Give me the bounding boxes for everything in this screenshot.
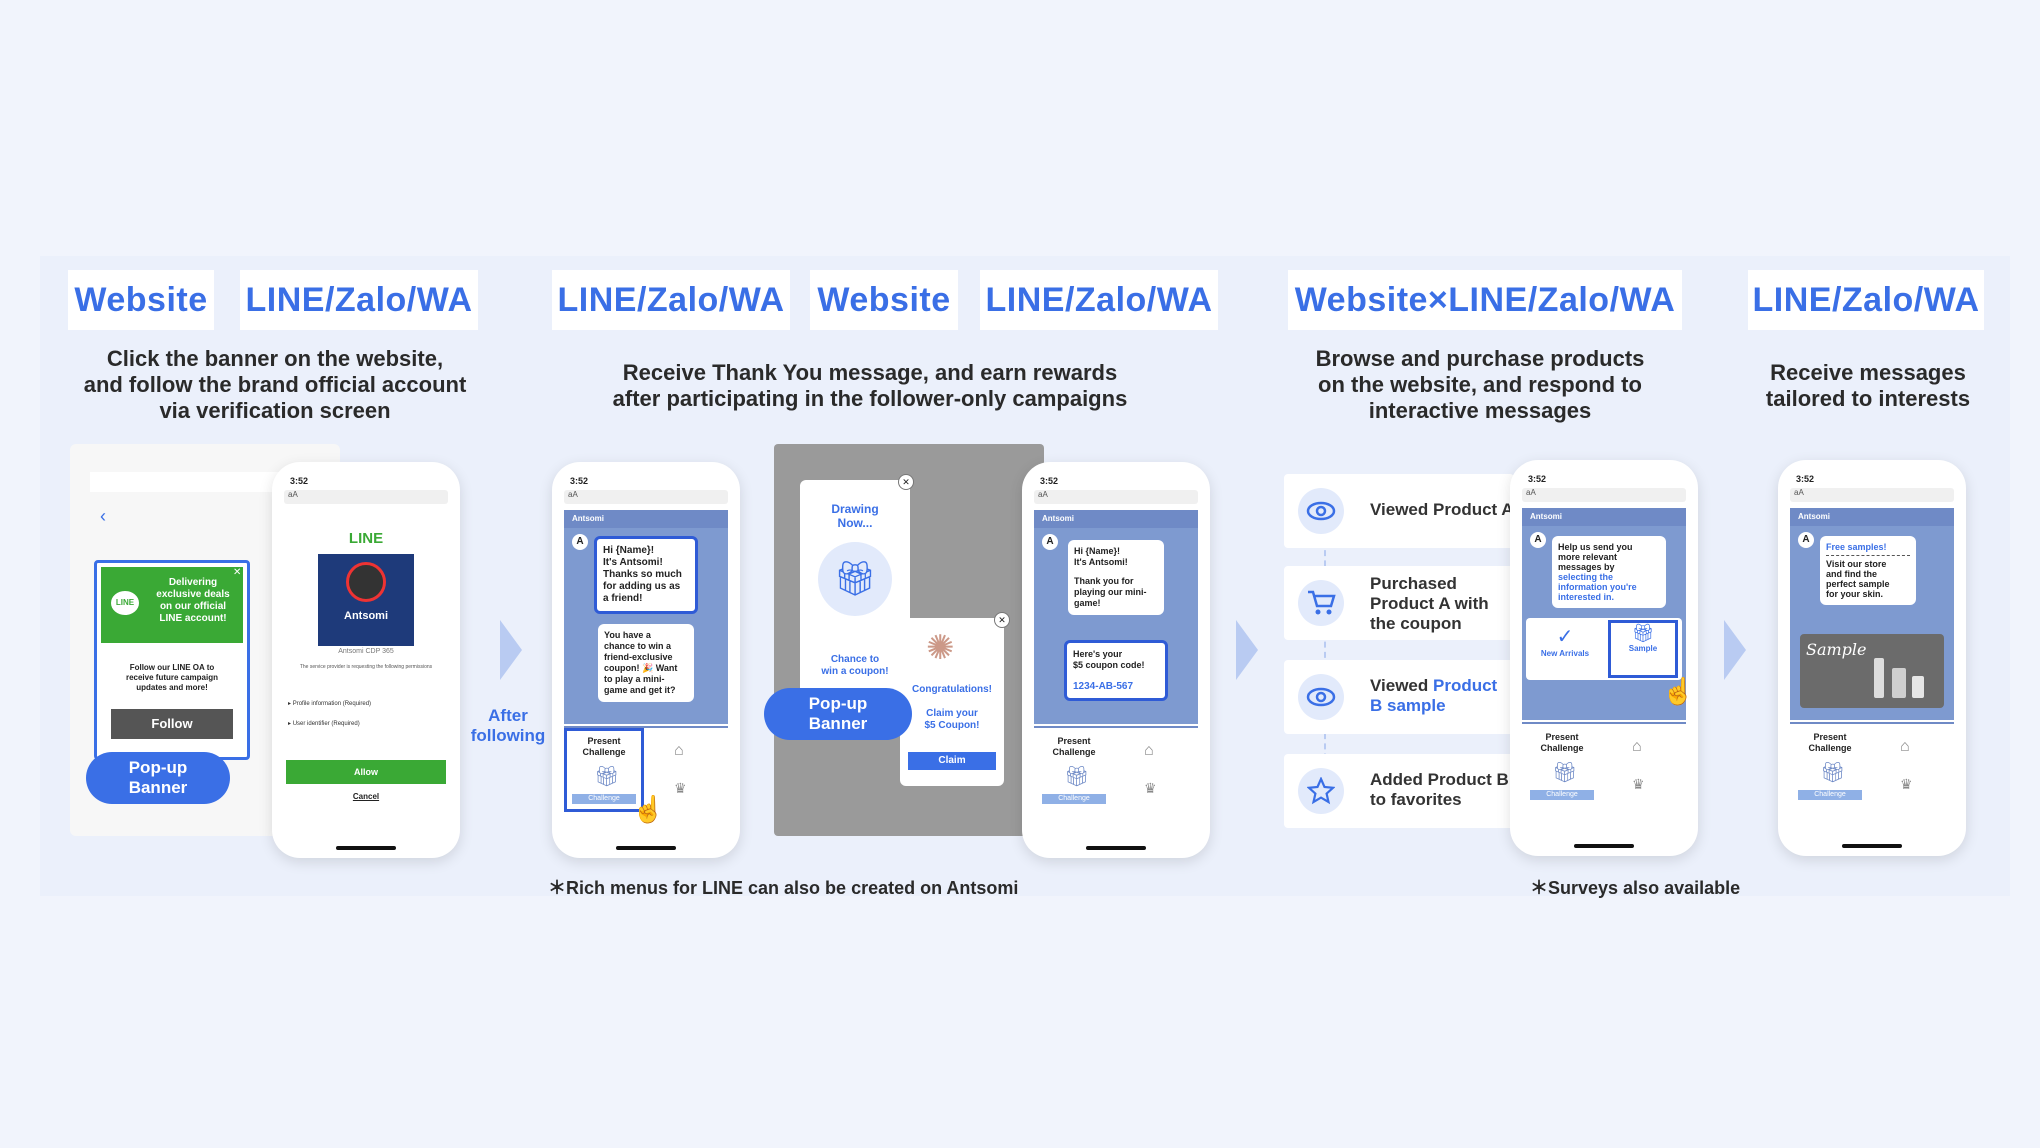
antsomi-logo-icon: Antsomi	[318, 554, 414, 646]
step1-description: Click the banner on the website,and foll…	[83, 346, 467, 423]
tag-line-2a: LINE/Zalo/WA	[552, 270, 790, 330]
avatar: A	[1042, 534, 1058, 550]
tag-website-2: Website	[810, 270, 958, 330]
store-icon[interactable]: ⌂	[674, 742, 684, 759]
confetti-icon: ✺	[926, 629, 955, 667]
permission-note: The service provider is requesting the f…	[299, 664, 433, 670]
survey-options: ✓ Sample New Arrivals 🎁︎ Sample	[1526, 618, 1682, 680]
store-icon[interactable]: ⌂	[1144, 742, 1154, 759]
chat-phone-2: 3:52 aA Antsomi A Hi {Name}!It's Antsomi…	[1022, 462, 1210, 858]
account-sub: Antsomi CDP 365	[338, 648, 394, 655]
eye-icon	[1298, 488, 1344, 534]
line-logo-icon: LINE	[111, 591, 139, 615]
crown-icon[interactable]: ♛	[1632, 776, 1645, 792]
perm-1[interactable]: ▸ Profile information (Required)	[288, 701, 372, 707]
gift-icon: 🎁︎	[1552, 762, 1578, 784]
claim-button[interactable]: Claim	[908, 752, 996, 770]
rich-menu-note: ＊Rich menus for LINE can also be created…	[548, 878, 1019, 898]
gift-icon: 🎁︎	[594, 766, 620, 788]
badge-icon: ✓	[1556, 626, 1574, 648]
option-sample[interactable]: 🎁︎ Sample	[1608, 620, 1678, 678]
avatar: A	[1530, 532, 1546, 548]
cancel-link[interactable]: Cancel	[352, 792, 380, 801]
tag-website: Website	[68, 270, 214, 330]
gift-icon: 🎁︎	[1631, 623, 1655, 643]
line-brand: LINE	[348, 530, 384, 547]
coupon-code: 1234-AB-567	[1073, 681, 1134, 692]
menu-challenge[interactable]	[564, 728, 644, 812]
verification-phone: 3:52 aA LINE Antsomi Antsomi CDP 365 The…	[272, 462, 460, 858]
tag-line-4: LINE/Zalo/WA	[1748, 270, 1984, 330]
flow-arrow-3	[1724, 620, 1746, 680]
crown-icon[interactable]: ♛	[674, 780, 687, 796]
gift-icon: 🎁︎	[1064, 766, 1090, 788]
tag-line-2b: LINE/Zalo/WA	[980, 270, 1218, 330]
event-card-viewed-a: Viewed Product A	[1284, 474, 1514, 548]
chat-area: Antsomi A Hi {Name}!It's Antsomi!Thanks …	[564, 510, 728, 724]
avatar: A	[1798, 532, 1814, 548]
eye-icon	[1298, 674, 1344, 720]
coupon-bubble: Here's your$5 coupon code! 1234-AB-567	[1064, 640, 1168, 701]
close-icon[interactable]: ✕	[233, 567, 242, 578]
close-icon[interactable]: ✕	[898, 474, 914, 490]
flow-arrow-2	[1236, 620, 1258, 680]
pointer-hand-icon: ☝	[632, 794, 665, 824]
tag-website-line: Website×LINE/Zalo/WA	[1288, 270, 1682, 330]
survey-note: ＊Surveys also available	[1530, 878, 1741, 898]
chat-phone-1: 3:52 aA Antsomi A Hi {Name}!It's Antsomi…	[552, 462, 740, 858]
store-icon[interactable]: ⌂	[1632, 738, 1642, 755]
flow-arrow-1	[500, 620, 522, 680]
chat-area: Antsomi A Hi {Name}!It's Antsomi!Thank y…	[1034, 510, 1198, 724]
step2-description: Receive Thank You message, and earn rewa…	[612, 360, 1128, 411]
congrats-card: ✺ Congratulations! Claim your$5 Coupon! …	[900, 612, 1010, 786]
pointer-hand-icon: ☝	[1662, 676, 1695, 706]
star-icon	[1298, 768, 1344, 814]
crown-icon[interactable]: ♛	[1900, 776, 1913, 792]
cart-icon	[1298, 580, 1344, 626]
gift-icon: 🎁︎	[1820, 762, 1846, 784]
tailored-message-phone: 3:52 aA Antsomi A Free samples!Visit our…	[1778, 460, 1966, 856]
sample-image: Sample	[1800, 634, 1944, 708]
back-icon: ‹	[100, 506, 106, 526]
close-icon[interactable]: ✕	[994, 612, 1010, 628]
home-indicator	[336, 846, 396, 850]
avatar: A	[572, 534, 588, 550]
allow-button[interactable]: Allow	[286, 760, 446, 784]
store-icon[interactable]: ⌂	[1900, 738, 1910, 755]
gift-icon: 🎁︎	[818, 542, 892, 616]
option-new-arrivals[interactable]: ✓ Sample New Arrivals	[1532, 624, 1598, 676]
tag-line: LINE/Zalo/WA	[240, 270, 478, 330]
status-time: 3:52	[290, 476, 309, 486]
perm-2[interactable]: ▸ User identifier (Required)	[288, 721, 360, 727]
crown-icon[interactable]: ♛	[1144, 780, 1157, 796]
url-bar[interactable]: aA	[284, 490, 448, 504]
follow-button[interactable]: Follow	[111, 709, 233, 739]
